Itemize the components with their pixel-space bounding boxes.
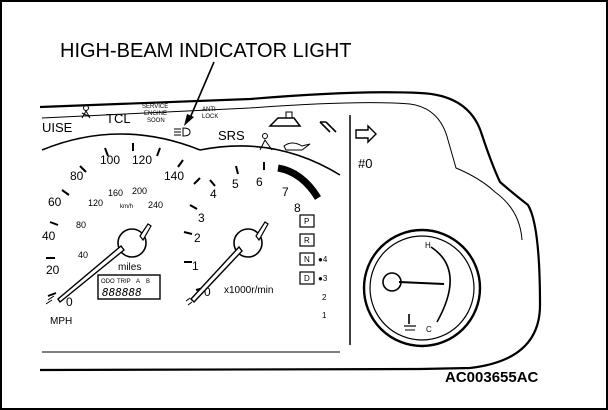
temp-hot-label: H <box>425 241 431 250</box>
speedometer-face-arc <box>41 133 201 151</box>
high-beam-icon <box>174 127 191 137</box>
temp-scale-arc <box>430 246 451 323</box>
temperature-icon <box>404 314 416 331</box>
speedometer-unit: MPH <box>50 316 72 327</box>
tach-tick-3: 3 <box>198 211 205 225</box>
svg-text:N: N <box>304 255 310 264</box>
odometer-header-trip: TRIP <box>117 279 131 285</box>
tach-tick-7: 7 <box>282 185 289 199</box>
tach-tick-5: 5 <box>232 177 239 191</box>
kmh-tick-240: 240 <box>148 200 163 210</box>
turn-signal-icon <box>355 124 377 144</box>
cluster-housing <box>39 91 542 372</box>
svg-text:●3: ●3 <box>318 274 328 283</box>
tach-tick-2: 2 <box>194 231 201 245</box>
od-indicator: #0 <box>358 156 372 171</box>
odometer-header-a: A <box>136 279 140 285</box>
odometer-display: ODO TRIP A B 888888 <box>97 274 161 300</box>
speedometer-needle <box>45 223 152 305</box>
kmh-tick-40: 40 <box>78 250 88 260</box>
tachometer: 0 1 2 3 4 5 6 7 8 x1000r/min <box>183 162 321 306</box>
gear-p: P <box>299 214 315 228</box>
tach-tick-4: 4 <box>210 187 217 201</box>
door-ajar-icon <box>268 111 302 127</box>
tachometer-redline <box>277 164 321 200</box>
tachometer-unit: x1000r/min <box>224 285 273 296</box>
kmh-tick-200: 200 <box>132 186 147 196</box>
oil-pressure-icon <box>283 142 311 151</box>
mph-tick-40: 40 <box>42 229 56 243</box>
gear-2: 2 <box>322 293 327 302</box>
mph-tick-20: 20 <box>46 263 60 277</box>
tach-tick-6: 6 <box>256 175 263 189</box>
mph-tick-60: 60 <box>48 195 62 209</box>
tach-tick-8: 8 <box>294 201 301 215</box>
tach-tick-1: 1 <box>192 259 199 273</box>
kmh-tick-160: 160 <box>108 188 123 198</box>
service-engine-soon-line3: SOON <box>147 118 165 124</box>
srs-indicator: SRS <box>218 128 245 143</box>
kmh-tick-120: 120 <box>88 198 103 208</box>
low-fuel-icon <box>319 121 337 133</box>
anti-lock-line1: ANTI <box>202 107 216 113</box>
gear-n: N ●4 <box>299 252 328 266</box>
temperature-gauge: H C <box>362 228 482 348</box>
seatbelt-icon <box>81 105 91 119</box>
speedometer-ticks <box>46 143 201 297</box>
kmh-tick-80: 80 <box>76 220 86 230</box>
mph-tick-0: 0 <box>66 295 73 309</box>
speedometer: 0 20 40 60 80 100 120 140 40 80 120 160 … <box>42 143 201 327</box>
svg-text:D: D <box>304 274 310 283</box>
odometer-unit-label: miles <box>118 262 141 273</box>
indicator-row: UISE TCL SERVICE ENGINE SOON ANTI LOCK S… <box>42 104 377 171</box>
cluster-inner-bezel <box>41 102 523 241</box>
anti-lock-line2: LOCK <box>202 114 218 120</box>
service-engine-soon-line2: ENGINE <box>144 111 167 117</box>
gear-indicator: P R N ●4 D ●3 2 1 <box>299 214 328 320</box>
temp-cold-label: C <box>426 325 432 334</box>
tachometer-needle <box>185 221 269 306</box>
mph-tick-120: 120 <box>132 153 152 167</box>
odometer-header-odo: ODO <box>101 279 115 285</box>
mph-tick-100: 100 <box>100 153 120 167</box>
cruise-indicator: UISE <box>42 120 73 135</box>
odometer-header-b: B <box>146 279 150 285</box>
temperature-needle <box>382 272 445 292</box>
svg-text:P: P <box>304 217 309 226</box>
tcl-indicator: TCL <box>106 111 131 126</box>
tach-tick-0: 0 <box>204 285 211 299</box>
svg-text:●4: ●4 <box>318 255 328 264</box>
service-engine-soon-line1: SERVICE <box>142 104 168 110</box>
gear-d: D ●3 <box>299 271 328 285</box>
svg-text:R: R <box>304 236 310 245</box>
mph-tick-140: 140 <box>164 169 184 183</box>
airbag-icon <box>259 133 273 151</box>
kmh-unit-label: km/h <box>120 204 133 210</box>
mph-tick-80: 80 <box>70 169 84 183</box>
figure-id: AC003655AC <box>445 369 539 386</box>
gear-1: 1 <box>322 311 327 320</box>
callout-label: HIGH-BEAM INDICATOR LIGHT <box>60 40 352 62</box>
tachometer-face-arc <box>199 145 341 176</box>
callout-arrow <box>184 61 215 126</box>
gear-r: R <box>299 233 315 247</box>
odometer-reading: 888888 <box>102 286 142 299</box>
